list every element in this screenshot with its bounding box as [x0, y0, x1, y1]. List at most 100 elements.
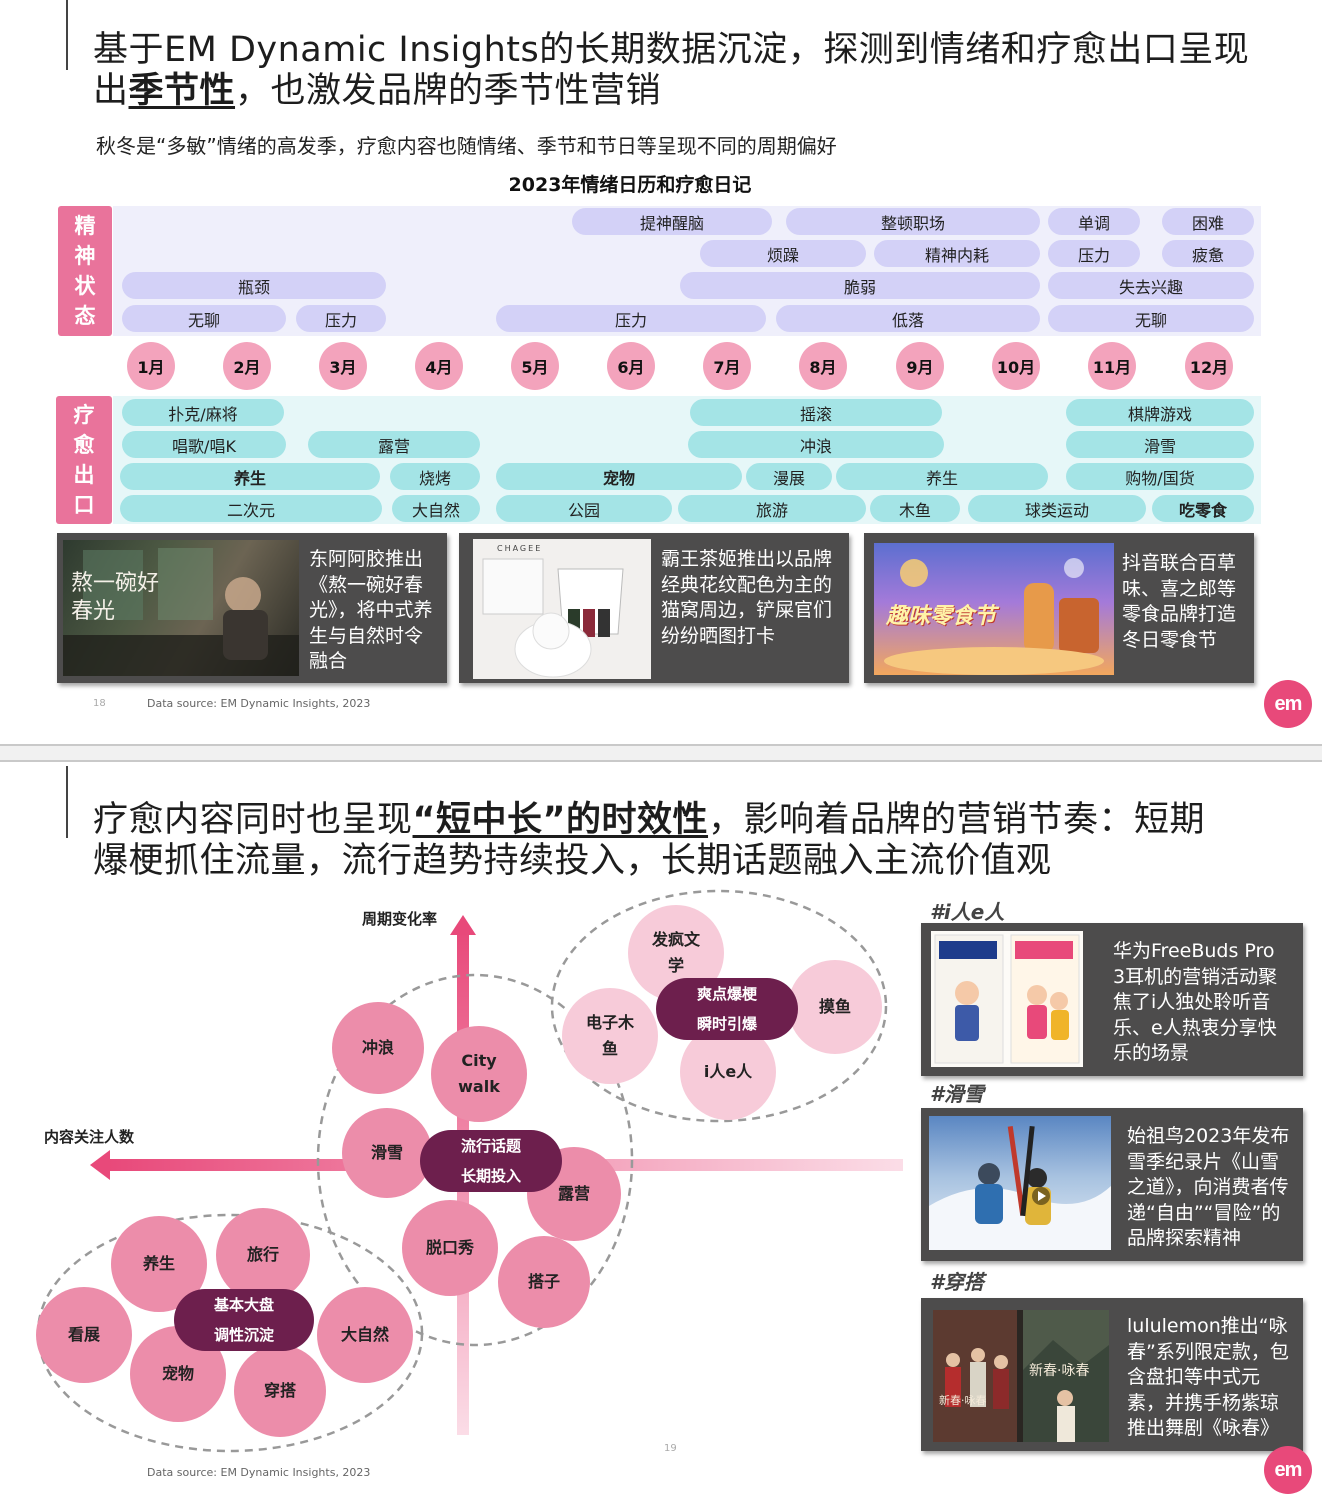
bubble-chonglang: 冲浪	[332, 1002, 424, 1094]
mental-pill: 失去兴趣	[1048, 272, 1254, 299]
dongeejiao-text: 东阿阿胶推出《熬一碗好春光》，将中式养生与自然时令融合	[309, 548, 433, 672]
mental-pill: 困难	[1162, 208, 1254, 235]
bubble-dazi: 搭子	[498, 1236, 590, 1328]
bubble-dianzimuyu: 电子木鱼	[562, 988, 658, 1084]
douyin-image-caption: 趣味零食节	[886, 604, 997, 629]
tag-iren-eren: #i人e人	[930, 900, 1005, 924]
healing-pill: 吃零食	[1152, 495, 1254, 522]
title-suffix: ，也激发品牌的季节性营销	[235, 71, 662, 111]
douyin-text: 抖音联合百草味、喜之郎等零食品牌打造冬日零食节	[1122, 552, 1237, 651]
month-circle: 10月	[992, 342, 1040, 390]
healing-pill: 购物/国货	[1066, 463, 1254, 490]
title-prefix: 出	[93, 71, 129, 111]
title-part2: ，影响着品牌的营销节奏：短期	[708, 800, 1206, 840]
healing-pill: 露营	[308, 431, 480, 458]
month-circle: 7月	[703, 342, 751, 390]
arcteryx-scene	[929, 1126, 1111, 1250]
douyin-image: 趣味零食节	[874, 543, 1114, 675]
case-card-douyin: 趣味零食节 抖音联合百草味、喜之郎等零食品牌打造冬日零食节	[864, 533, 1254, 683]
label-char: 精	[74, 214, 96, 238]
x-axis-label: 内容关注人数	[44, 1128, 135, 1146]
slide1-title: 基于EM Dynamic Insights的长期数据沉淀，探测到情绪和疗愈出口呈…	[93, 30, 1293, 112]
chagee-scene	[482, 558, 624, 678]
long-term-core: 基本大盘 调性沉淀	[174, 1289, 314, 1351]
page-number: 19	[664, 1443, 677, 1454]
tag-chuanda: #穿搭	[930, 1270, 984, 1294]
healing-pill: 木鱼	[870, 495, 960, 522]
label-char: 口	[73, 493, 95, 517]
chagee-image: CHAGEE	[473, 539, 651, 679]
mental-state-label: 精 神 状 态	[58, 206, 112, 336]
label-char: 状	[74, 274, 96, 298]
douyin-scene	[884, 558, 1104, 675]
case-card-dongeejiao: 熬一碗好春光 东阿阿胶推出《熬一碗好春光》，将中式养生与自然时令融合	[57, 533, 447, 683]
calendar-title: 2023年情绪日历和疗愈日记	[508, 174, 752, 196]
healing-pill: 养生	[836, 463, 1048, 490]
bubble-chuanda: 穿搭	[234, 1345, 326, 1437]
mental-pill: 提神醒脑	[572, 208, 772, 235]
bubble-daziran: 大自然	[317, 1287, 413, 1383]
healing-pill: 二次元	[120, 495, 382, 522]
healing-pill: 扑克/麻将	[122, 399, 284, 426]
month-circle: 1月	[127, 342, 175, 390]
data-source: Data source: EM Dynamic Insights, 2023	[147, 1466, 371, 1479]
lululemon-text: lululemon推出“咏春”系列限定款，包含盘扣等中式元素，并携手杨紫琼推出舞…	[1127, 1315, 1289, 1439]
chagee-image-caption: CHAGEE	[497, 544, 543, 553]
label-char: 态	[74, 304, 96, 328]
em-logo: em	[1264, 680, 1312, 728]
case-card-arcteryx: 始祖鸟2023年发布雪季纪录片《山雪之道》，向消费者传递“自由”“冒险”的品牌探…	[921, 1108, 1303, 1261]
mental-pill: 单调	[1048, 208, 1140, 235]
healing-pill: 冲浪	[688, 431, 944, 458]
healing-pill: 唱歌/唱K	[122, 431, 286, 458]
slide2-title-line2: 爆梗抓住流量，流行趋势持续投入，长期话题融入主流价值观	[93, 841, 1052, 881]
month-circle: 8月	[799, 342, 847, 390]
healing-pill: 棋牌游戏	[1066, 399, 1254, 426]
healing-pill: 滑雪	[1066, 431, 1254, 458]
lululemon-image: 新春·咏春 新春·咏春	[933, 1310, 1109, 1442]
bubble-tuokouxiu: 脱口秀	[402, 1200, 498, 1296]
mental-pill: 精神内耗	[874, 240, 1040, 267]
mental-pill: 疲惫	[1162, 240, 1254, 267]
case-card-lululemon: 新春·咏春 新春·咏春 lululemon推出“咏春”系列限定款，包含盘扣等中式…	[921, 1298, 1303, 1451]
core-line: 调性沉淀	[213, 1326, 274, 1344]
mental-pill: 压力	[1048, 240, 1140, 267]
healing-pill: 养生	[120, 463, 380, 490]
label-char: 愈	[73, 433, 95, 457]
healing-pill: 宠物	[496, 463, 742, 490]
label-char: 神	[74, 244, 96, 268]
mental-pill: 低落	[776, 305, 1040, 332]
title-bold: “短中长”的时效性	[412, 800, 709, 840]
mental-pill: 无聊	[1048, 305, 1254, 332]
short-term-core: 爽点爆梗 瞬时引爆	[656, 978, 798, 1040]
healing-outlet-label: 疗 愈 出 口	[56, 396, 112, 524]
mental-pill: 整顿职场	[786, 208, 1040, 235]
mental-pill: 脆弱	[680, 272, 1040, 299]
tag-huaxue: #滑雪	[930, 1082, 984, 1106]
slide1-title-line1: 基于EM Dynamic Insights的长期数据沉淀，探测到情绪和疗愈出口呈…	[93, 30, 1250, 70]
core-line: 基本大盘	[213, 1296, 274, 1314]
core-line: 瞬时引爆	[696, 1015, 757, 1033]
case-card-huawei: 华为FreeBuds Pro 3耳机的营销活动聚焦了i人独处聆听音乐、e人热衷分…	[921, 923, 1303, 1076]
slide-divider	[0, 744, 1322, 762]
title-accent-line	[66, 0, 68, 70]
month-circle: 11月	[1088, 342, 1136, 390]
month-circle: 12月	[1185, 342, 1233, 390]
lululemon-image-text: 新春·咏春	[939, 1394, 987, 1407]
chagee-text: 霸王茶姬推出以品牌经典花纹配色为主的猫窝周边，铲屎官们纷纷晒图打卡	[661, 548, 833, 647]
label-char: 疗	[73, 403, 95, 427]
arcteryx-image	[929, 1116, 1111, 1250]
healing-pill: 旅游	[678, 495, 866, 522]
month-circle: 4月	[415, 342, 463, 390]
healing-pill: 大自然	[392, 495, 480, 522]
bubble-moyu: 摸鱼	[788, 960, 882, 1054]
y-axis-label: 周期变化率	[362, 910, 438, 928]
mental-pill: 压力	[496, 305, 766, 332]
huawei-image	[931, 931, 1083, 1067]
em-logo: em	[1264, 1446, 1312, 1494]
core-line: 长期投入	[460, 1167, 521, 1185]
month-circle: 5月	[511, 342, 559, 390]
month-circle: 3月	[319, 342, 367, 390]
mental-pill: 烦躁	[700, 240, 866, 267]
slide2-title-line1: 疗愈内容同时也呈现“短中长”的时效性，影响着品牌的营销节奏：短期	[93, 800, 1293, 841]
month-circle: 9月	[896, 342, 944, 390]
